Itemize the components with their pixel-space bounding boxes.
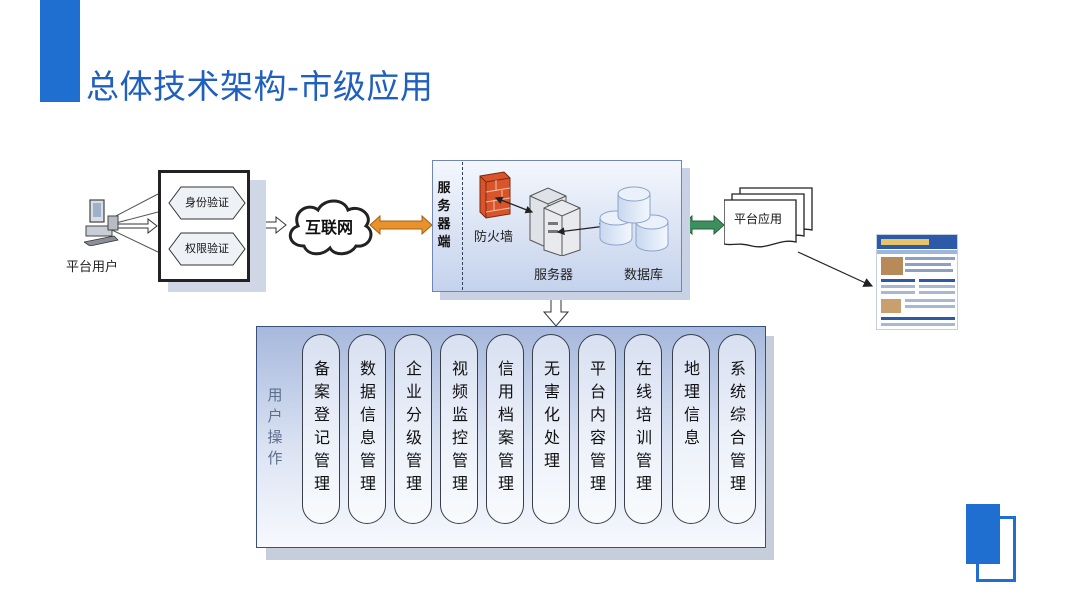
user-operations-label: 用户操作: [267, 386, 283, 467]
identity-verify-node: 身份验证: [167, 185, 247, 221]
firewall-label: 防火墙: [474, 230, 514, 245]
module-label: 信用档案管理: [497, 359, 514, 493]
permission-verify-node: 权限验证: [167, 231, 247, 267]
module-label: 备案登记管理: [313, 359, 330, 493]
user-label: 平台用户: [66, 260, 119, 275]
server-divider: [462, 162, 463, 290]
database-label: 数据库: [624, 268, 664, 283]
database-icon: [599, 186, 669, 252]
module-label: 视频监控管理: [451, 359, 468, 493]
module-pill: 平台内容管理: [578, 334, 616, 524]
permission-verify-label: 权限验证: [185, 242, 229, 255]
decor-square-filled: [966, 504, 1000, 564]
module-pill: 备案登记管理: [302, 334, 340, 524]
module-label: 平台内容管理: [589, 359, 606, 493]
computer-user-icon: [84, 199, 119, 246]
module-pill: 数据信息管理: [348, 334, 386, 524]
module-label: 无害化处理: [543, 359, 560, 470]
module-label: 在线培训管理: [635, 359, 652, 493]
user-auth-line-1: [111, 193, 159, 219]
internet-cloud-icon: [288, 199, 373, 256]
module-pill: 无害化处理: [532, 334, 570, 524]
user-to-auth-arrow: [117, 217, 158, 235]
module-pill: 系统综合管理: [718, 334, 756, 524]
platform-app-label: 平台应用: [734, 212, 783, 226]
module-label: 系统综合管理: [729, 359, 746, 493]
module-pill: 企业分级管理: [394, 334, 432, 524]
module-pill: 在线培训管理: [624, 334, 662, 524]
platform-app-documents-icon: [724, 187, 813, 248]
auth-box: 身份验证 权限验证: [158, 170, 250, 282]
user-auth-line-2: [111, 211, 159, 225]
module-pill: 信用档案管理: [486, 334, 524, 524]
page-title: 总体技术架构-市级应用: [86, 67, 434, 106]
module-label: 数据信息管理: [359, 359, 376, 493]
internet-label: 互联网: [304, 218, 353, 237]
website-screenshot-image: [876, 234, 958, 330]
module-label: 企业分级管理: [405, 359, 422, 493]
module-pill: 视频监控管理: [440, 334, 478, 524]
module-pill: 地理信息: [672, 334, 710, 524]
identity-verify-label: 身份验证: [185, 196, 229, 209]
server-side-label: 服务器端: [437, 181, 451, 250]
module-label: 地理信息: [683, 359, 700, 447]
user-auth-line-3: [111, 229, 159, 253]
server-label: 服务器: [534, 268, 574, 283]
app-to-website-arrow: [797, 251, 874, 287]
title-accent-bar: [40, 0, 80, 102]
